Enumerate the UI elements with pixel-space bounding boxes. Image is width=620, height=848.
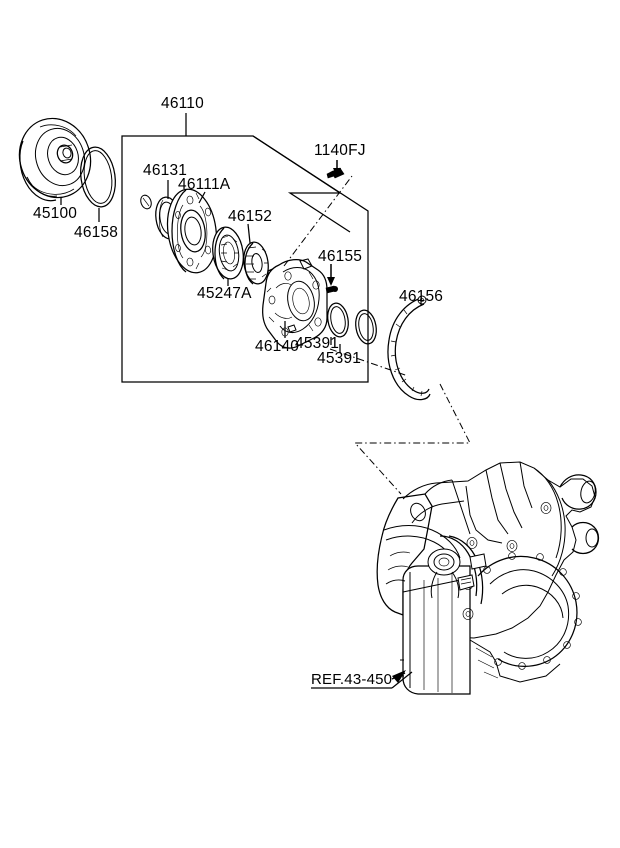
torque-converter-part (18, 117, 92, 202)
small-washer-part (140, 194, 152, 210)
converter-oring-part (80, 146, 116, 208)
assembly-to-transaxle-leader (283, 175, 471, 495)
label-leader-lines (60, 113, 422, 689)
snap-ring-part (387, 295, 431, 401)
bolt-glyph (326, 167, 345, 179)
outer-rotor-part (212, 226, 244, 280)
label-45391-upper: 45391 (295, 335, 339, 352)
label-ref-43-450: REF.43-450 (311, 671, 392, 688)
label-46131: 46131 (143, 162, 187, 179)
label-46111A: 46111A (178, 176, 231, 193)
inner-rotor-part (243, 241, 269, 285)
seal-ring-upper-part (327, 302, 349, 338)
assembly-group-box (121, 135, 369, 383)
label-45391-lower: 45391 (317, 350, 361, 367)
label-46110: 46110 (161, 95, 204, 112)
label-46152: 46152 (228, 208, 272, 225)
dowel-pin-glyph (325, 285, 338, 294)
label-46156: 46156 (399, 288, 443, 305)
transaxle-assembly-illustration (376, 461, 600, 695)
label-45247A: 45247A (197, 285, 252, 302)
label-45100: 45100 (33, 205, 77, 222)
seal-ring-lower-part (355, 309, 377, 345)
label-46140: 46140 (255, 338, 299, 355)
pump-cover-part (166, 188, 218, 274)
label-46158: 46158 (74, 224, 118, 241)
label-46155: 46155 (318, 248, 362, 265)
label-1140FJ: 1140FJ (314, 142, 366, 159)
pump-body-part (262, 258, 328, 349)
